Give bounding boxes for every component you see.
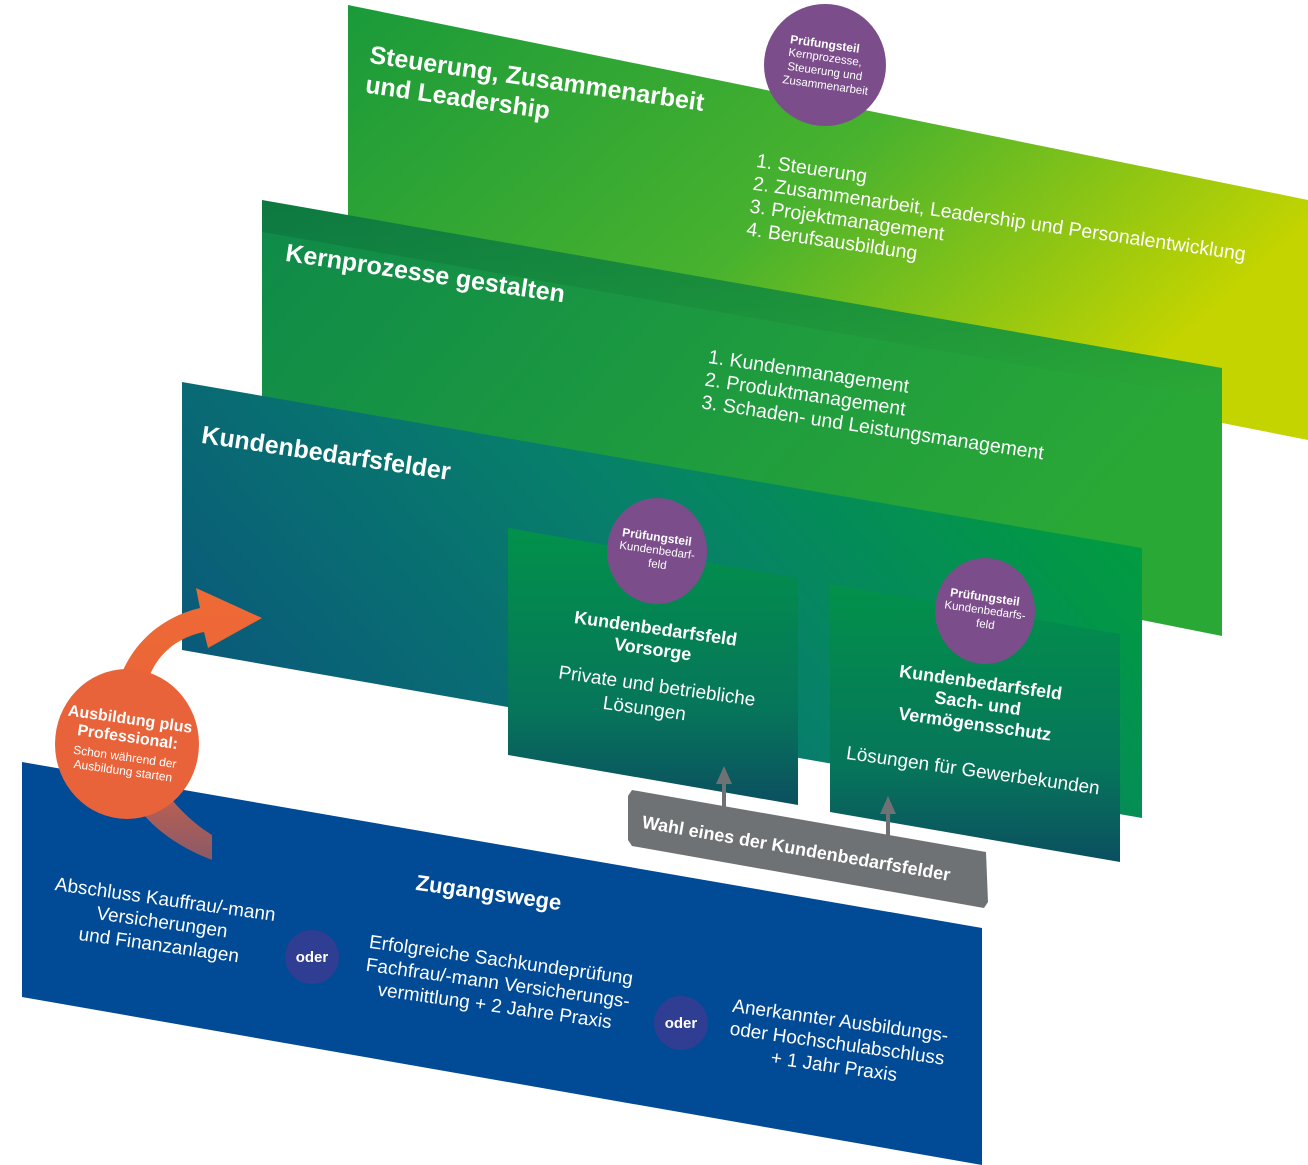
badge-line: feld xyxy=(974,617,996,633)
sach-pruefungsteil-badge: Prüfungsteil Kundenbedarfs- feld xyxy=(935,558,1035,664)
wahl-box xyxy=(628,790,988,908)
vorsorge-pruefungsteil-badge: Prüfungsteil Kundenbedarf- feld xyxy=(607,498,707,604)
wahl-arrow-right xyxy=(880,796,896,836)
oder-badge-2: oder xyxy=(654,996,708,1050)
field-sach-plane xyxy=(830,584,1120,862)
field-vorsorge-plane xyxy=(508,528,798,805)
oder-badge-1: oder xyxy=(285,930,339,984)
steuerung-plane xyxy=(348,5,1308,440)
badge-line: feld xyxy=(646,557,668,573)
ausbildung-plus-badge: Ausbildung plus Professional: Schon währ… xyxy=(55,669,199,819)
zugangswege-plane xyxy=(22,762,982,1165)
steuerung-pruefungsteil-badge: Prüfungsteil Kernprozesse, Steuerung und… xyxy=(764,4,886,126)
wahl-arrow-left xyxy=(716,766,732,808)
kernprozesse-shadow xyxy=(262,200,1222,400)
